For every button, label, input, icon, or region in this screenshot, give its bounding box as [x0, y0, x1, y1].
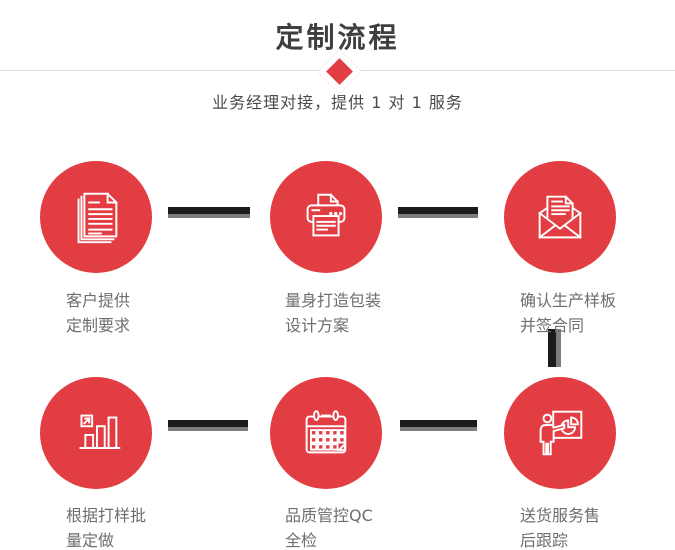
- connector-bar: [398, 207, 478, 218]
- step-label-line2: 并签合同: [520, 316, 585, 335]
- diamond-icon: [317, 49, 362, 94]
- step-label: 根据打样批 量定做: [66, 503, 146, 550]
- envelope-icon: [538, 195, 582, 239]
- step-label: 送货服务售 后跟踪: [520, 503, 600, 550]
- step-label-line1: 量身打造包装: [285, 291, 382, 310]
- page-subtitle: 业务经理对接，提供 1 对 1 服务: [212, 93, 463, 112]
- page-title: 定制流程: [275, 21, 400, 54]
- step-label-line2: 后跟踪: [520, 531, 569, 550]
- step-circle-packaging-design: [270, 161, 382, 273]
- step-label: 品质管控QC 全检: [285, 503, 373, 550]
- step-circle-delivery-tracking: [504, 377, 616, 489]
- step-circle-customer-requirements: [40, 161, 152, 273]
- step-label-line1: 根据打样批: [66, 506, 147, 525]
- step-label-line2: 全检: [285, 531, 318, 550]
- connector-bar: [400, 420, 477, 431]
- step-label-line1: 送货服务售: [520, 506, 601, 525]
- step-label: 客户提供 定制要求: [66, 288, 130, 338]
- step-label-line1: 客户提供: [66, 291, 131, 310]
- printer-icon: [306, 193, 346, 237]
- step-circle-batch-production: [40, 377, 152, 489]
- documents-icon: [77, 192, 118, 244]
- step-label: 确认生产样板 并签合同: [520, 288, 616, 338]
- step-circle-quality-control: [270, 377, 382, 489]
- connector-bar: [168, 207, 250, 218]
- step-label: 量身打造包装 设计方案: [285, 288, 381, 338]
- step-label-line1: 品质管控QC: [285, 506, 373, 525]
- connector-bar-vertical: [548, 329, 561, 367]
- step-label-line2: 定制要求: [66, 316, 131, 335]
- step-label-line2: 量定做: [66, 531, 115, 550]
- step-label-line1: 确认生产样板: [520, 291, 617, 310]
- presentation-icon: [539, 410, 583, 456]
- step-circle-sample-contract: [504, 161, 616, 273]
- connector-bar: [168, 420, 248, 431]
- bar-chart-icon: [79, 414, 121, 449]
- calendar-icon: [305, 410, 347, 454]
- step-label-line2: 设计方案: [285, 316, 350, 335]
